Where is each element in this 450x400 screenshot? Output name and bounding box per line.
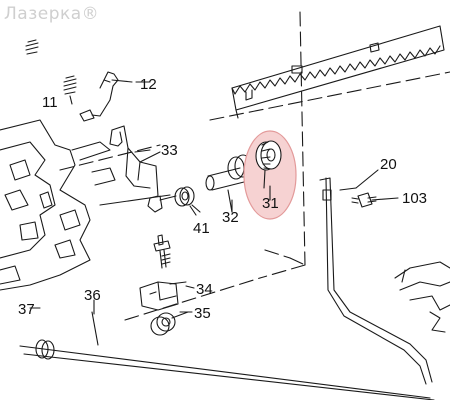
dashed-frame — [59, 11, 450, 321]
label-part-37: 37 — [18, 301, 35, 318]
label-part-31: 31 — [262, 195, 279, 212]
bracket-part-20 — [319, 177, 433, 385]
label-part-36: 36 — [84, 287, 101, 304]
gear-rack — [231, 25, 445, 119]
label-part-34: 34 — [196, 281, 213, 298]
gear-part-31 — [243, 130, 297, 220]
screw-part-103 — [351, 192, 377, 208]
label-part-41: 41 — [193, 220, 210, 237]
label-part-33: 33 — [161, 142, 178, 159]
screw-assembly-part-34 — [139, 234, 187, 311]
bushing-part-35 — [150, 311, 189, 336]
collar-part-41 — [174, 186, 197, 216]
lever-part-12 — [79, 71, 133, 122]
left-frame-assembly — [0, 119, 116, 291]
label-part-32: 32 — [222, 209, 239, 226]
bracket-part-33 — [109, 125, 163, 213]
label-part-12: 12 — [140, 76, 157, 93]
label-part-20: 20 — [380, 156, 397, 173]
label-part-35: 35 — [194, 305, 211, 322]
label-part-11: 11 — [42, 94, 58, 111]
label-part-103: 103 — [402, 190, 427, 207]
leader-lines — [29, 81, 399, 315]
shaft-part-36 — [19, 311, 435, 400]
spring-part-11 — [25, 39, 77, 105]
shaft-part-32 — [99, 154, 252, 213]
watermark-logo: Лазерка® — [4, 4, 100, 24]
right-side-assembly — [394, 261, 450, 333]
